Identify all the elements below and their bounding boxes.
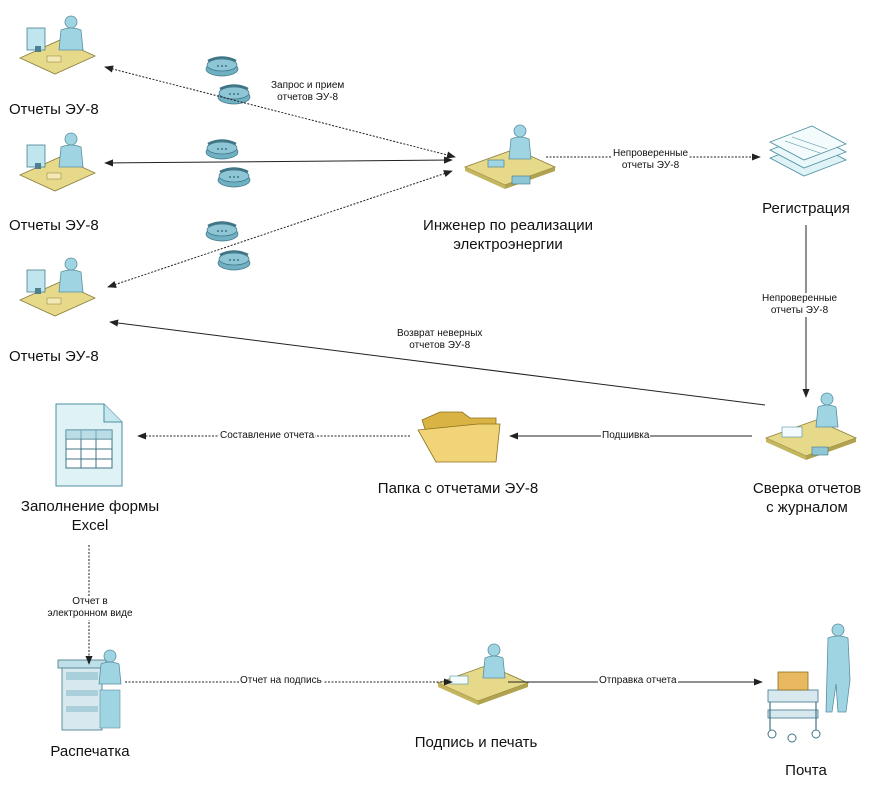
engineer-label-line-2: электроэнергии bbox=[453, 236, 563, 253]
request-label-line-1: Запрос и прием bbox=[271, 80, 345, 91]
edge-label-unchecked-2: Непроверенные отчеты ЭУ-8 bbox=[761, 293, 838, 317]
node-label-mail: Почта bbox=[785, 762, 827, 779]
workstation-icon-1 bbox=[19, 15, 96, 75]
request-label-line-2: отчетов ЭУ-8 bbox=[277, 92, 339, 103]
workstation-icon-3 bbox=[19, 257, 96, 317]
sign-desk-icon bbox=[437, 643, 529, 706]
excel-label-line-2: Excel bbox=[71, 517, 109, 534]
edge-label-return: Возврат неверных отчетов ЭУ-8 bbox=[396, 328, 484, 352]
unchecked-1-label-line-1: Непроверенные bbox=[613, 148, 688, 159]
edge-label-request: Запрос и прием отчетов ЭУ-8 bbox=[270, 80, 346, 104]
edge-label-compose: Составление отчета bbox=[219, 430, 316, 442]
folder-icon bbox=[417, 411, 501, 463]
edge-label-filing: Подшивка bbox=[601, 430, 651, 442]
node-label-engineer: Инженер по реализации электроэнергии bbox=[408, 216, 608, 254]
workstation-icon-2 bbox=[19, 132, 96, 192]
return-label-line-2: отчетов ЭУ-8 bbox=[409, 340, 471, 351]
edge-label-send: Отправка отчета bbox=[598, 675, 678, 687]
return-label-line-1: Возврат неверных bbox=[397, 328, 483, 339]
edge-label-for-sign: Отчет на подпись bbox=[239, 675, 323, 687]
edge-request-2 bbox=[104, 156, 453, 167]
edge-request-1 bbox=[104, 65, 456, 159]
node-label-reports-1: Отчеты ЭУ-8 bbox=[9, 101, 99, 118]
check-desk-icon bbox=[765, 392, 857, 461]
phone-icon bbox=[204, 56, 252, 272]
excel-label-line-1: Заполнение формы bbox=[20, 498, 160, 515]
node-label-check: Сверка отчетов с журналом bbox=[740, 479, 874, 517]
mail-cart-icon bbox=[767, 623, 851, 743]
engineer-desk-icon bbox=[464, 124, 556, 190]
unchecked-2-label-line-2: отчеты ЭУ-8 bbox=[770, 305, 829, 316]
edge-return bbox=[109, 319, 766, 406]
node-label-registration: Регистрация bbox=[762, 200, 850, 217]
node-label-reports-2: Отчеты ЭУ-8 bbox=[9, 217, 99, 234]
electronic-label-line-1: Отчет в bbox=[72, 596, 108, 607]
node-label-excel: Заполнение формы Excel bbox=[8, 497, 172, 535]
check-label-line-1: Сверка отчетов bbox=[752, 480, 862, 497]
unchecked-1-label-line-2: отчеты ЭУ-8 bbox=[621, 160, 680, 171]
node-label-reports-3: Отчеты ЭУ-8 bbox=[9, 348, 99, 365]
check-label-line-2: с журналом bbox=[766, 499, 848, 516]
edge-label-unchecked-1: Непроверенные отчеты ЭУ-8 bbox=[612, 148, 689, 172]
node-label-sign: Подпись и печать bbox=[414, 734, 538, 751]
electronic-label-line-2: электронном виде bbox=[47, 608, 133, 619]
edge-label-electronic: Отчет в электронном виде bbox=[40, 596, 140, 620]
excel-form-icon bbox=[55, 403, 123, 487]
node-label-folder: Папка с отчетами ЭУ-8 bbox=[377, 480, 539, 497]
edge-request-3 bbox=[107, 170, 453, 288]
engineer-label-line-1: Инженер по реализации bbox=[423, 217, 593, 234]
documents-icon bbox=[769, 125, 847, 177]
unchecked-2-label-line-1: Непроверенные bbox=[762, 293, 837, 304]
node-label-print: Распечатка bbox=[50, 743, 130, 760]
printer-icon bbox=[57, 649, 122, 731]
